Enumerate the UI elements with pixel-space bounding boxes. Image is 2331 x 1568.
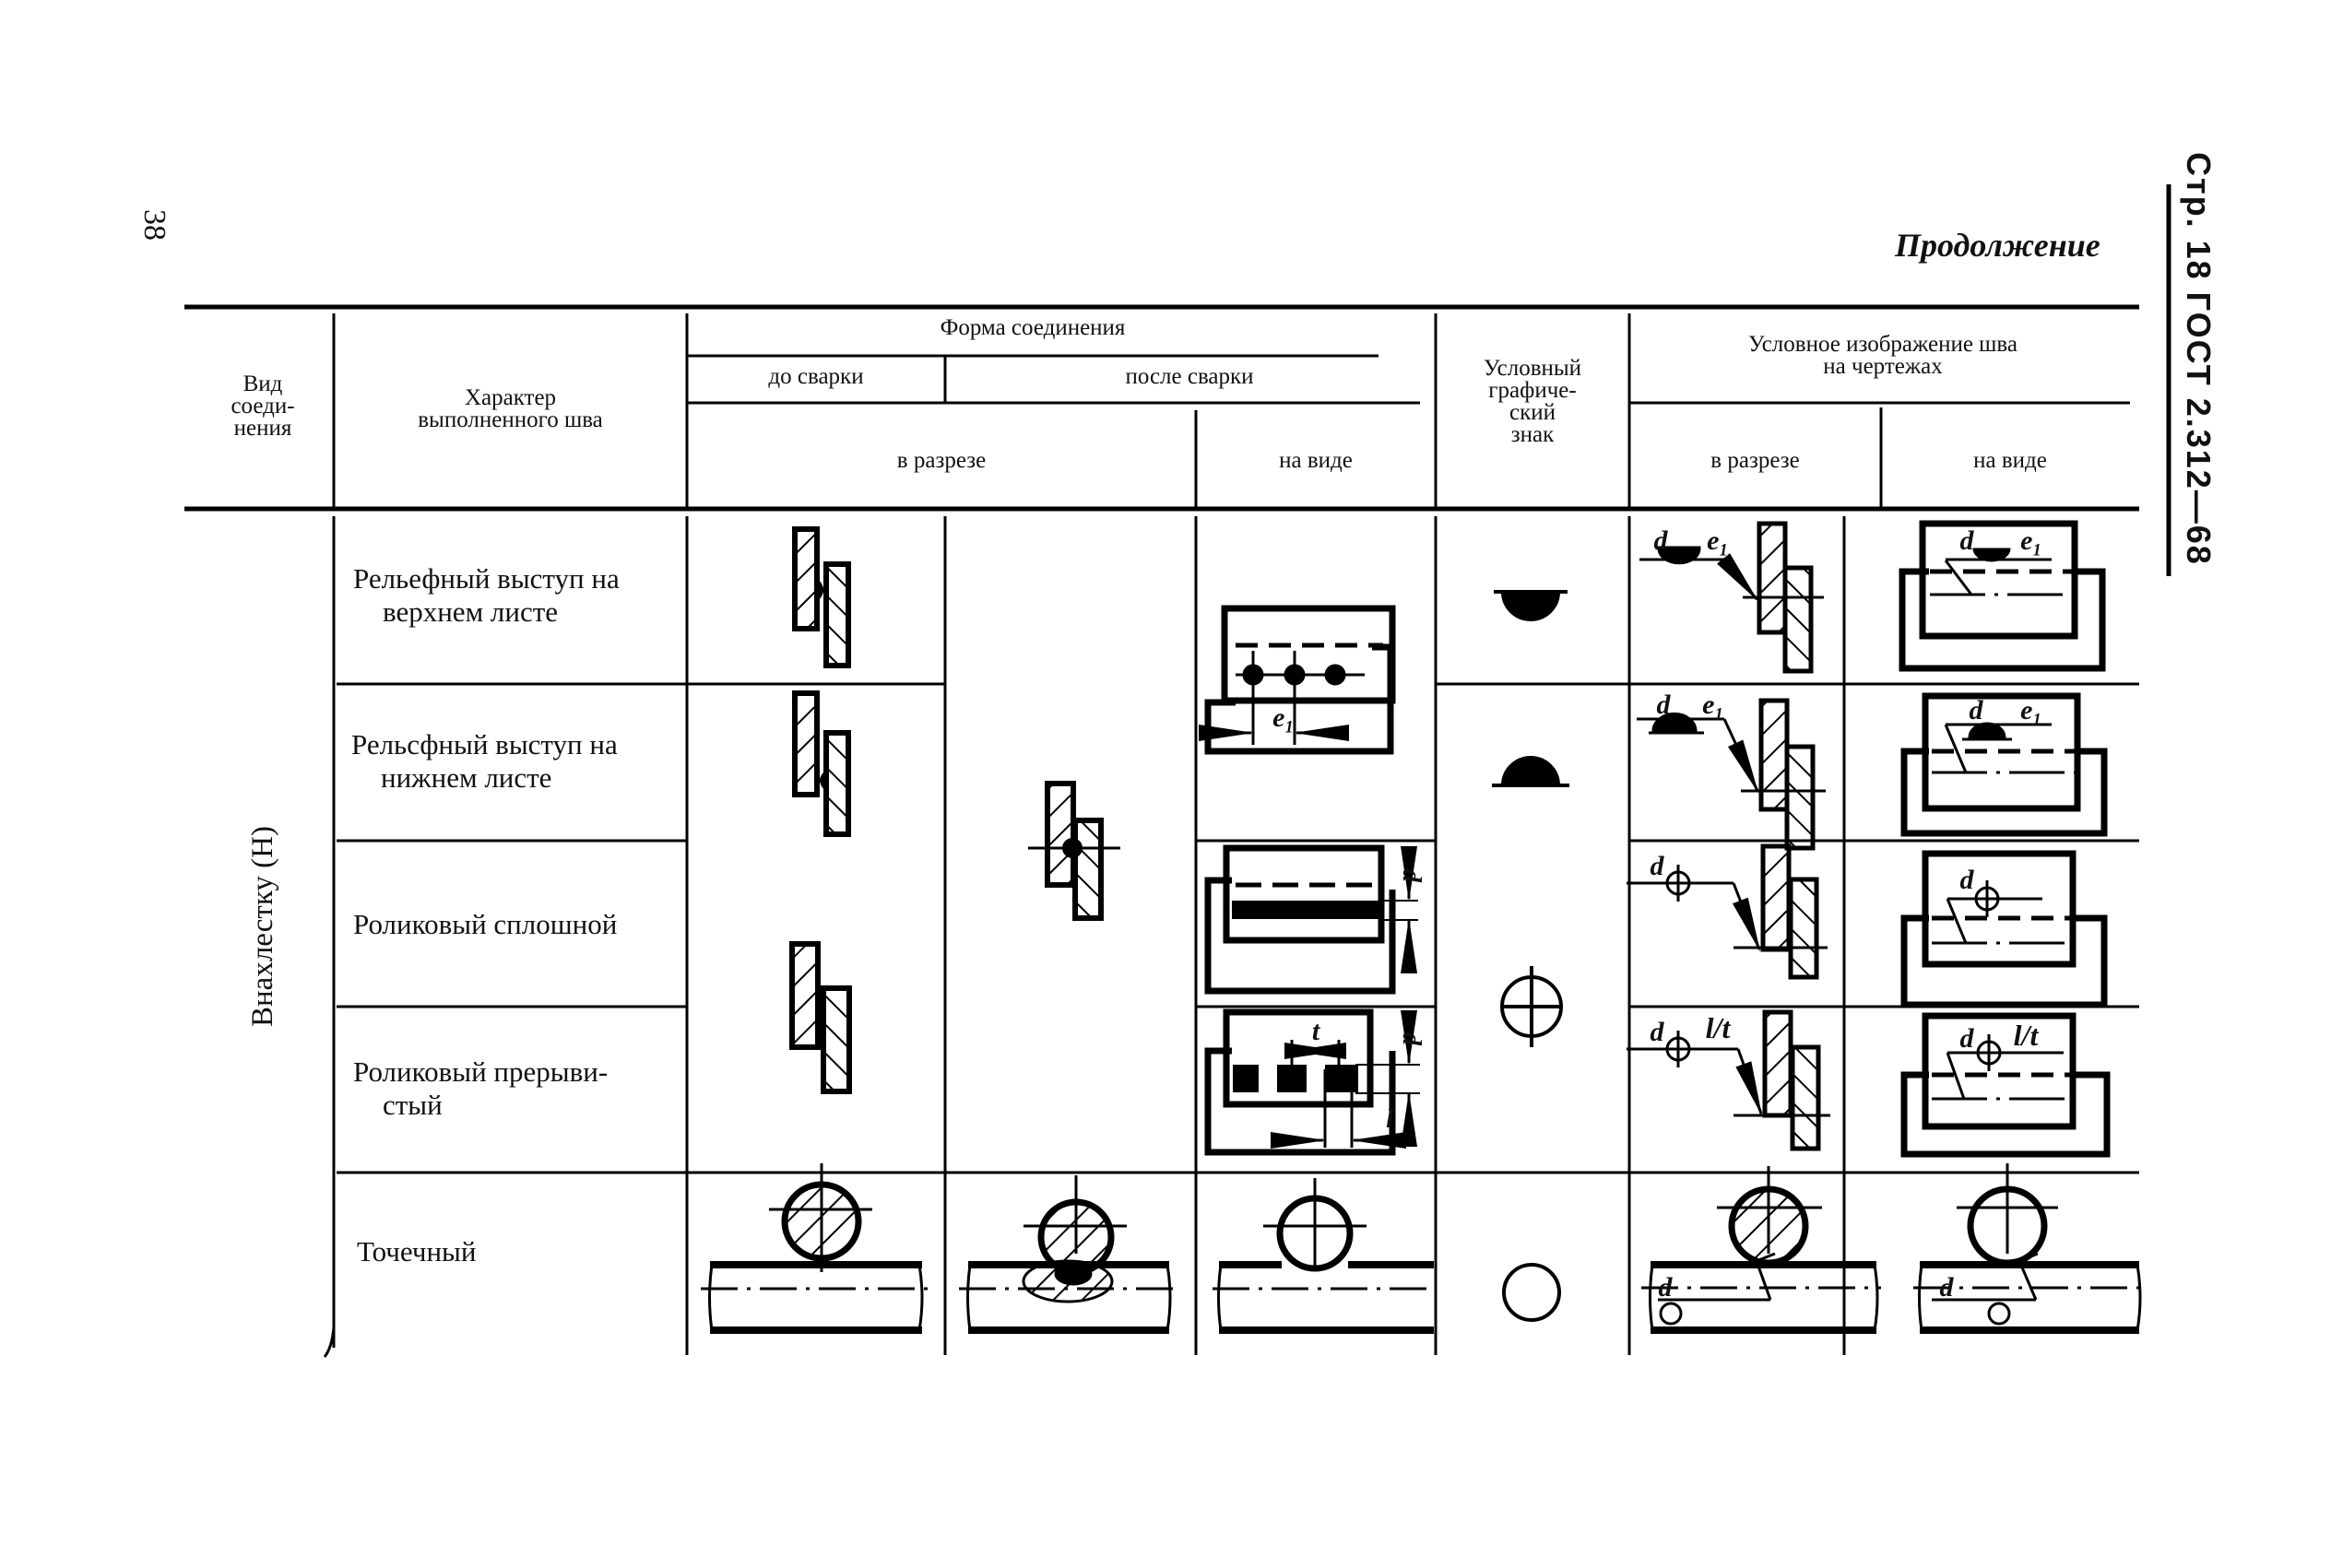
annotation-d: d (1656, 690, 1671, 720)
header-drawing-image-line: Условное изображение шва (1748, 332, 2017, 357)
row-label-relief-lower: Рельсфный выступ на нижнем листе (351, 728, 669, 795)
annotation-d: d (1658, 1272, 1673, 1303)
after-weld-view-spot (1213, 1178, 1434, 1334)
dim-label-l: l (1386, 1105, 1393, 1134)
row-label-line: верхнем листе (383, 595, 559, 628)
header-joint-form: Форма соединения (940, 315, 1126, 340)
annotation-e1: e₁ (1707, 525, 1729, 556)
row-label-relief-upper: Рельефный выступ на верхнем листе (353, 562, 671, 629)
header-graphic-symbol-line: графиче- (1488, 378, 1577, 403)
annotation-e1: e₁ (2020, 525, 2042, 556)
relief-lower-symbol-icon (1492, 756, 1569, 787)
annotation-d: d (1959, 525, 1974, 556)
header-joint-type-line: соеди- (231, 394, 295, 419)
drawing-section-relief-lower (1637, 698, 1826, 851)
dim-label-t: t (1311, 1016, 1320, 1046)
drawing-view-roller-intermittent (1900, 1012, 2111, 1158)
after-weld-section-lap (1028, 781, 1120, 921)
header-joint-type-line: нения (233, 416, 292, 441)
after-weld-view-relief (1199, 605, 1396, 755)
row-label-line: Рельефный выступ на (353, 562, 620, 595)
after-weld-view-roller-intermittent (1204, 1008, 1420, 1156)
annotation-d: d (1650, 1017, 1664, 1047)
drawing-section-roller-intermittent (1627, 1009, 1830, 1151)
row-label-line: стый (383, 1089, 443, 1121)
header-joint-type-line: Вид (243, 371, 283, 396)
header-seam-character: Характер выполненного шва (334, 385, 687, 432)
row-label-line: Роликовый сплошной (353, 908, 618, 940)
row-label-spot: Точечный (357, 1235, 675, 1268)
dim-label-d: d (1397, 1032, 1426, 1045)
header-graphic-symbol-line: знак (1510, 422, 1555, 447)
header-joint-type: Вид соеди- нения (194, 371, 332, 441)
header-in-view: на виде (1279, 448, 1353, 473)
group-label-lap-joint: Внахлестку (Н) (246, 826, 279, 1027)
drawing-view-relief-upper (1899, 520, 2106, 672)
dim-label-e1: e₁ (1272, 702, 1295, 733)
drawing-section-roller (1627, 843, 1828, 980)
relief-upper-symbol-icon (1494, 590, 1568, 621)
header-after-welding: после сварки (1125, 364, 1254, 389)
drawing-section-spot (1641, 1166, 1881, 1334)
annotation-d: d (1650, 851, 1664, 881)
header-before-welding: до сварки (768, 364, 864, 389)
header-in-section: в разрезе (896, 448, 987, 473)
drawing-view-spot (1913, 1163, 2148, 1334)
before-weld-roller (789, 941, 852, 1094)
drawing-section-relief-upper (1639, 521, 1824, 674)
annotation-e1: e₁ (2020, 695, 2042, 725)
drawing-view-roller (1900, 850, 2108, 1008)
table-rules (184, 304, 2139, 1358)
roller-seam-symbol-icon (1500, 966, 1563, 1047)
before-weld-relief-upper (792, 526, 851, 668)
annotation-d: d (1969, 695, 1983, 725)
header-drawing-image-line: на чертежах (1823, 354, 1943, 379)
header-graphic-symbol-line: Условный (1483, 356, 1582, 381)
header-seam-character-line: выполненного шва (418, 407, 603, 432)
after-weld-view-roller (1204, 844, 1418, 995)
continuation-label: Продолжение (1895, 227, 2100, 264)
header-graphic-symbol-line: ский (1509, 400, 1556, 425)
header-drawing-in-section: в разрезе (1710, 448, 1800, 473)
row-label-line: нижнем листе (381, 761, 552, 794)
row-label-roller-intermittent: Роликовый прерыви- стый (353, 1055, 671, 1122)
header-drawing-in-view: на виде (1973, 448, 2047, 473)
annotation-d: d (1939, 1272, 1954, 1303)
row-label-roller-continuous: Роликовый сплошной (353, 908, 671, 941)
annotation-d: d (1959, 865, 1974, 895)
after-weld-section-spot (959, 1175, 1178, 1334)
header-drawing-image: Условное изображение шва на чертежах (1629, 332, 2136, 379)
dim-label-d: d (1397, 869, 1426, 882)
row-label-line: Рельсфный выступ на (351, 728, 618, 760)
before-weld-relief-lower (792, 690, 851, 837)
spot-weld-symbol-icon (1502, 1263, 1561, 1322)
before-weld-spot (701, 1163, 931, 1334)
header-seam-character-line: Характер (464, 385, 557, 410)
annotation-d: d (1959, 1023, 1974, 1054)
annotation-d: d (1653, 525, 1668, 556)
annotation-e1: e₁ (1702, 690, 1724, 720)
row-label-line: Точечный (357, 1235, 477, 1267)
drawing-view-relief-lower (1900, 692, 2108, 837)
annotation-lt: l/t (2013, 1019, 2039, 1052)
header-graphic-symbol: Условный графиче- ский знак (1436, 356, 1629, 447)
row-label-line: Роликовый прерыви- (353, 1055, 609, 1088)
annotation-lt: l/t (1705, 1011, 1731, 1044)
